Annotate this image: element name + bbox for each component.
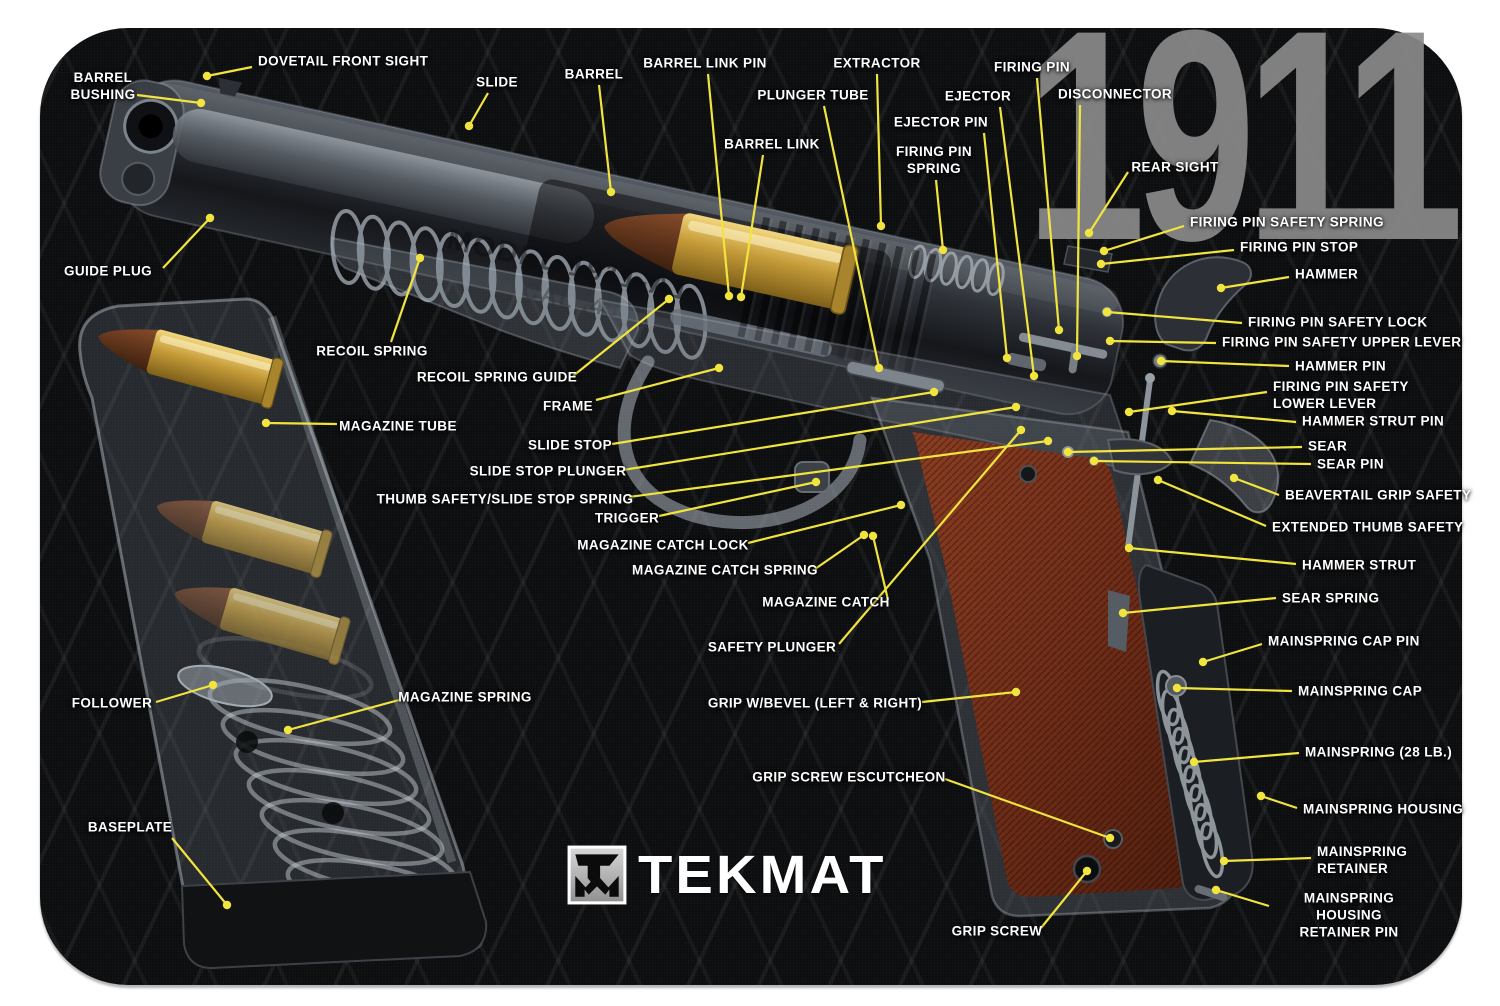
- firing-pin-safety-lever-shape: [1106, 337, 1114, 345]
- guide-plug-shape: [121, 161, 156, 196]
- grip-screw-shape: [1072, 854, 1102, 884]
- hammer-shape: [1154, 256, 1252, 352]
- beavertail-grip-safety-shape: [1188, 418, 1280, 514]
- thumb-safety-shape: [1106, 438, 1174, 476]
- grip-screw-top-shape: [1019, 465, 1037, 483]
- magazine-witness-hole: [322, 802, 344, 824]
- firing-pin-safety-lock-shape: [1102, 307, 1112, 317]
- front-sight-shape: [218, 77, 243, 97]
- rear-sight-shape: [1063, 245, 1113, 273]
- hammer-pin-shape: [1152, 353, 1168, 369]
- brand-wordmark: TEKMAT: [638, 845, 887, 905]
- magazine-assembly: [78, 297, 488, 970]
- follower-shape: [177, 664, 273, 708]
- grip-screw-escutcheon-shape: [1103, 829, 1123, 849]
- recoil-spring-guide-shape: [670, 309, 832, 357]
- magazine-tube-shape: [78, 297, 473, 966]
- tekmat-monogram-icon: [567, 845, 627, 905]
- trigger-shape: [794, 461, 830, 493]
- mainspring-shape: [1155, 669, 1225, 879]
- barrel-shape: [172, 108, 595, 244]
- watermark-1911: 1911: [1025, 0, 1464, 303]
- sear-pin-shape: [1089, 456, 1099, 466]
- brand-logo: TEKMAT: [566, 844, 883, 906]
- hammer-strut-pin-shape: [1145, 373, 1155, 383]
- sear-shape: [1062, 446, 1074, 458]
- baseplate-shape: [180, 870, 488, 970]
- firing-pin-shape: [1018, 332, 1108, 359]
- mainspring-cap-shape: [1165, 675, 1187, 697]
- magazine-witness-hole: [236, 731, 258, 753]
- magazine-tube-edge: [267, 315, 457, 864]
